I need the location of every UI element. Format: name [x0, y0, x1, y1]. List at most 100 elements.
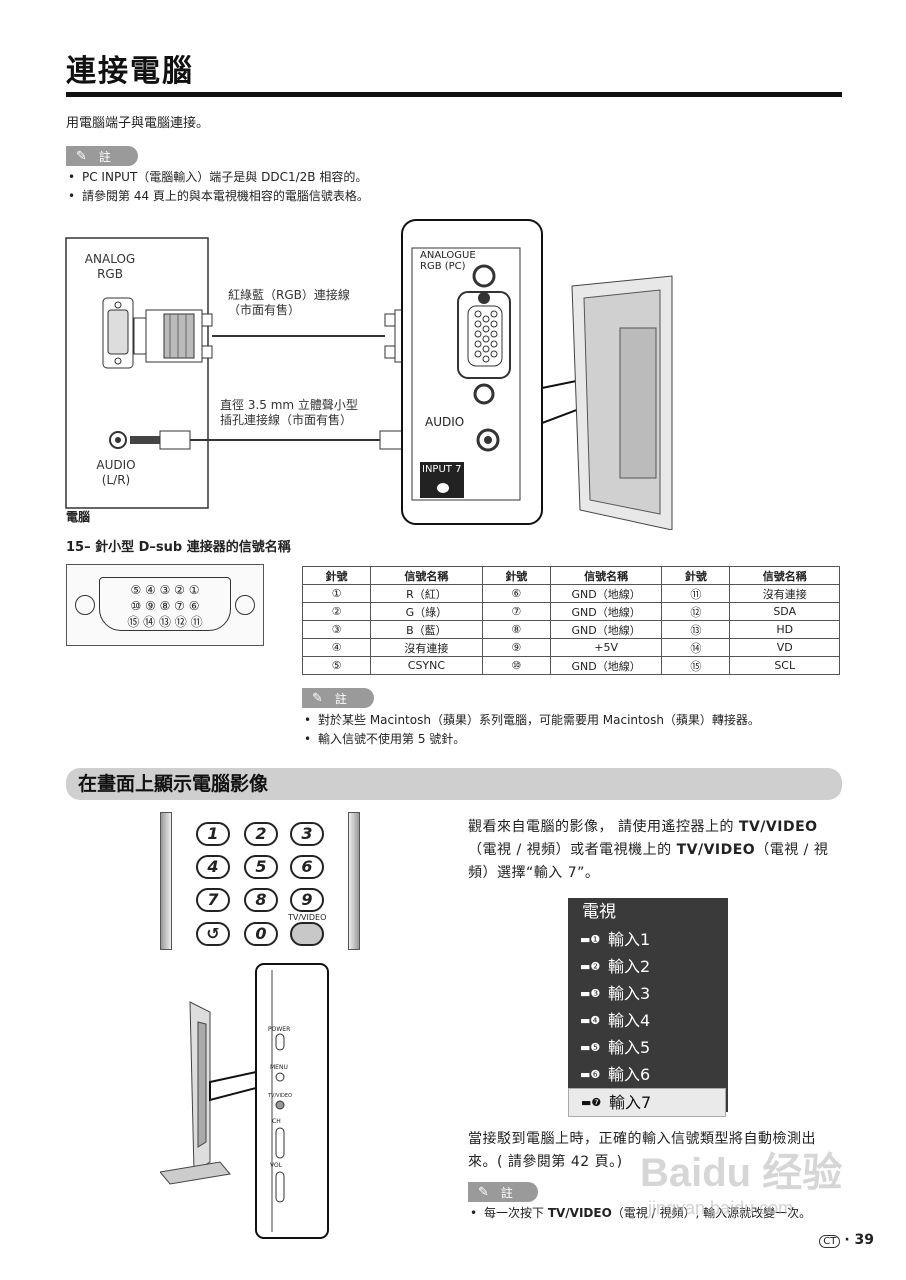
menu-item-label: 輸入2: [608, 957, 651, 976]
dsub-connector: ⑤ ④ ③ ② ① ⑩ ⑨ ⑧ ⑦ ⑥ ⑮ ⑭ ⑬ ⑫ ⑪: [66, 564, 264, 646]
pencil-icon: ✎: [76, 148, 87, 164]
para-text: （電視 / 視頻）選擇“輸入 7”。: [468, 842, 829, 881]
menu-item-label: 輸入4: [608, 1011, 651, 1030]
plug-7-icon: ▬❼: [581, 1096, 602, 1109]
note-text: （電視 / 視頻）, 輸入源就改變一次。: [611, 1206, 812, 1220]
cell: ⑤: [301, 656, 372, 675]
cell: ①: [301, 584, 372, 603]
section-heading: 在畫面上顯示電腦影像: [66, 768, 842, 800]
cell: GND（地線）: [549, 584, 663, 603]
page-number-value: 39: [854, 1232, 874, 1248]
cell: CSYNC: [370, 656, 483, 675]
pencil-icon: ✎: [312, 690, 323, 706]
key-1-button[interactable]: 1: [196, 822, 230, 846]
screw-right-icon: [235, 595, 255, 615]
menu-item-input4[interactable]: ▬❹ 輸入4: [568, 1007, 728, 1034]
menu-item-input5[interactable]: ▬❺ 輸入5: [568, 1034, 728, 1061]
audio-cable-note: 插孔連接線（市面有售）: [220, 413, 353, 427]
pc-audio-label: AUDIO: [96, 458, 136, 472]
col-header: 信號名稱: [729, 566, 840, 585]
cell: ⑪: [661, 584, 731, 603]
cell: SCL: [729, 656, 840, 675]
key-0-button[interactable]: 0: [244, 922, 278, 946]
key-9-button[interactable]: 9: [290, 888, 324, 912]
analog-rgb-label-2: RGB: [97, 267, 123, 281]
menu-item-label: 輸入7: [609, 1093, 652, 1112]
key-3-button[interactable]: 3: [290, 822, 324, 846]
pc-label: 電腦: [66, 510, 91, 524]
cell: ③: [301, 620, 372, 639]
menu-item-input7[interactable]: ▬❼ 輸入7: [568, 1088, 726, 1117]
plug-4-icon: ▬❹: [580, 1014, 601, 1027]
cell: HD: [729, 620, 840, 639]
key-5-button[interactable]: 5: [244, 855, 278, 879]
menu-item-label: 輸入5: [608, 1038, 651, 1057]
cell: ④: [301, 638, 372, 657]
col-header: 針號: [661, 566, 731, 585]
menu-item-label: 輸入1: [608, 930, 651, 949]
tv-video-button[interactable]: [290, 922, 324, 946]
rgb-cable-label: 紅綠藍（RGB）連接線: [228, 288, 350, 302]
key-6-button[interactable]: 6: [290, 855, 324, 879]
key-7-button[interactable]: 7: [196, 888, 230, 912]
menu-item-input1[interactable]: ▬❶ 輸入1: [568, 926, 728, 953]
pins-heading: 15– 針小型 D–sub 連接器的信號名稱: [66, 540, 291, 555]
pin-row: ⑮ ⑭ ⑬ ⑫ ⑪: [127, 615, 203, 629]
menu-header: 電視: [582, 902, 616, 922]
plug-5-icon: ▬❺: [580, 1041, 601, 1054]
cell: ⑧: [481, 620, 551, 639]
cell: ⑮: [661, 656, 731, 675]
para-bold: TV/VIDEO: [676, 842, 756, 858]
key-2-button[interactable]: 2: [244, 822, 278, 846]
watermark-url: jingyan.baidu.com: [648, 1198, 794, 1218]
menu-item-label: 輸入3: [608, 984, 651, 1003]
watermark-logo: Baidu 经验: [640, 1151, 843, 1195]
note-item: 對於某些 Macintosh（蘋果）系列電腦，可能需要用 Macintosh（蘋…: [302, 711, 862, 730]
cell: ⑭: [661, 638, 731, 657]
cell: 沒有連接: [729, 584, 840, 603]
cell: ⑦: [481, 602, 551, 621]
note-item: 輸入信號不使用第 5 號針。: [302, 730, 862, 749]
notes-list-1: PC INPUT（電腦輸入）端子是與 DDC1/2B 相容的。 請參閱第 44 …: [66, 168, 846, 206]
pin-row: ⑤ ④ ③ ② ①: [130, 583, 200, 597]
pencil-icon: ✎: [478, 1184, 489, 1200]
pin-layout: ⑤ ④ ③ ② ① ⑩ ⑨ ⑧ ⑦ ⑥ ⑮ ⑭ ⑬ ⑫ ⑪: [99, 577, 231, 631]
para-bold: TV/VIDEO: [738, 819, 818, 835]
return-icon: ↺: [206, 924, 220, 943]
pc-audio-lr: (L/R): [101, 473, 131, 487]
title-rule: [66, 92, 842, 97]
auto-detect-paragraph: 當接駁到電腦上時，正確的輸入信號類型將自動檢測出來。( 請參閱第 42 頁。): [468, 1131, 816, 1170]
note-badge: ✎ 註: [66, 146, 138, 166]
note-badge-2: ✎ 註: [302, 688, 374, 708]
analog-rgb-label: ANALOG: [84, 252, 136, 266]
analogue-label: ANALOGUE: [420, 250, 476, 261]
cell: +5V: [549, 638, 663, 657]
rgb-pc-label: RGB (PC): [420, 261, 466, 272]
instruction-paragraph: 觀看來自電腦的影像， 請使用遙控器上的 TV/VIDEO（電視 / 視頻）或者電…: [468, 816, 842, 885]
para-text: （電視 / 視頻）或者電視機上的: [468, 842, 677, 858]
plug-1-icon: ▬❶: [580, 933, 601, 946]
key-8-button[interactable]: 8: [244, 888, 278, 912]
cell: ⑩: [481, 656, 551, 675]
notes-list-3: 每一次按下 TV/VIDEO（電視 / 視頻）, 輸入源就改變一次。: [468, 1204, 868, 1223]
cell: ②: [301, 602, 372, 621]
cell: B（藍）: [370, 620, 483, 639]
pin-row: ⑩ ⑨ ⑧ ⑦ ⑥: [130, 599, 200, 613]
note-item: 請參閱第 44 頁上的與本電視機相容的電腦信號表格。: [66, 187, 846, 206]
menu-item-label: 輸入6: [608, 1065, 651, 1084]
note-label: 註: [500, 1185, 513, 1200]
flashback-button[interactable]: ↺: [196, 922, 230, 946]
power-label: POWER: [268, 1026, 291, 1033]
key-4-button[interactable]: 4: [196, 855, 230, 879]
cell: GND（地線）: [549, 656, 663, 675]
